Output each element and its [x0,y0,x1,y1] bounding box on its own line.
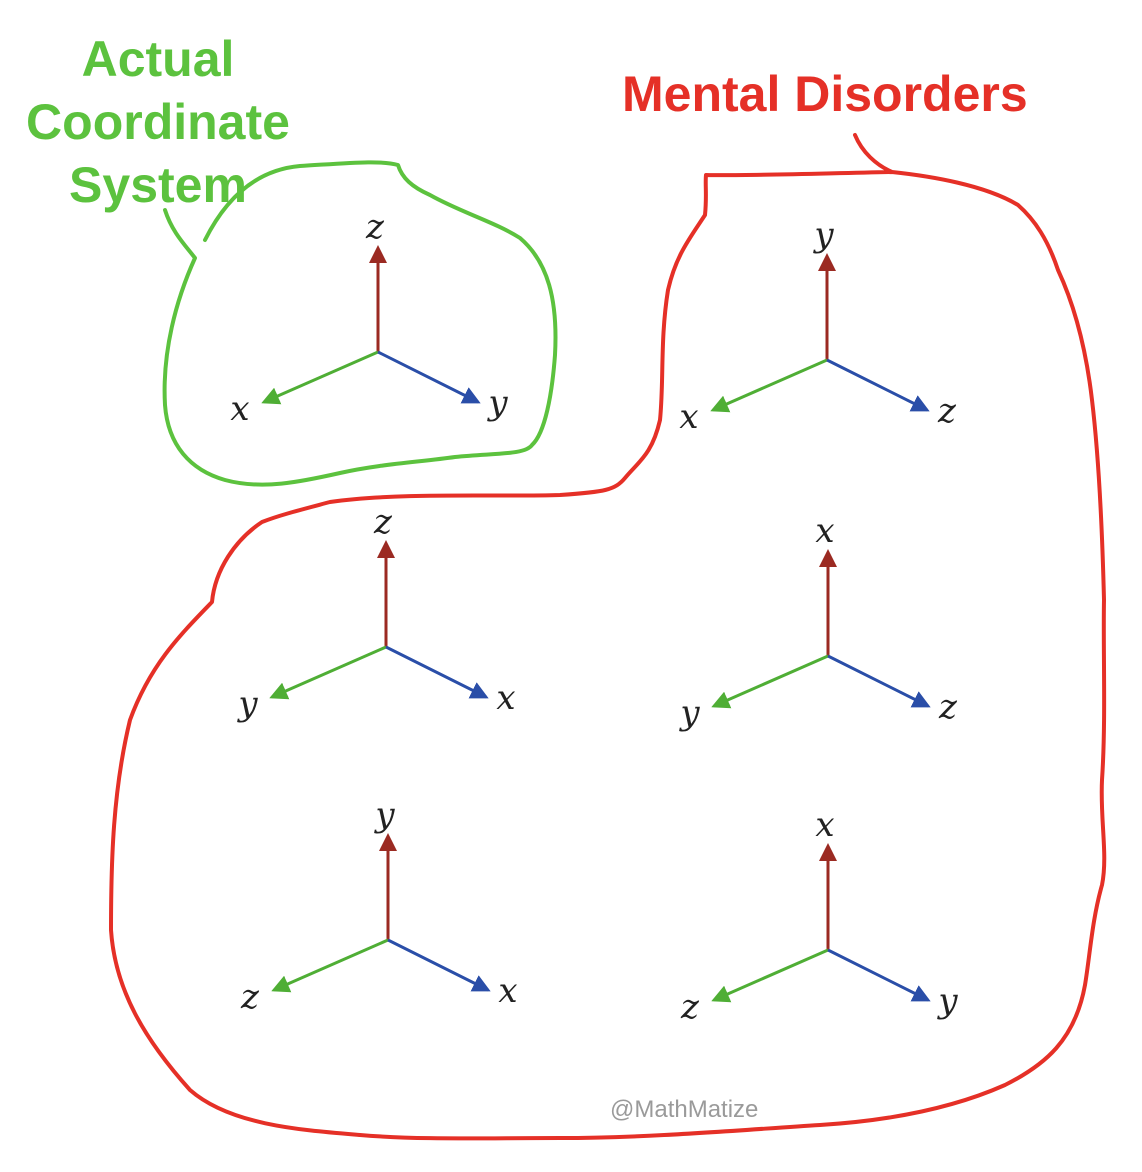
up-axis-label: x [815,805,834,845]
left-axis-label: y [236,684,258,724]
left-axis-arrow [710,358,828,413]
left-axis-label: y [678,693,700,733]
left-axis-label: x [679,397,698,437]
coordinate-system-actual: z x y [230,207,508,429]
coordinate-system-disorder-5: x z y [680,805,958,1027]
up-axis-label: y [812,215,834,255]
actual-label-line-3: System [69,157,247,213]
actual-label-line-2: Coordinate [26,94,290,150]
coordinate-system-disorder-3: x y z [678,511,958,733]
up-axis-label: y [373,795,395,835]
axes-layer: z x y y x z z y x x y z y z x x z y [230,207,958,1027]
watermark: @MathMatize [610,1096,759,1123]
left-axis-label: z [240,977,260,1017]
coordinate-system-disorder-2: z y x [236,502,515,724]
left-axis-label: x [230,389,249,429]
up-axis-label: x [815,511,834,551]
coordinate-system-disorder-1: y x z [679,215,957,437]
red-outline [109,133,1107,1141]
right-axis-label: y [936,981,958,1021]
mental-disorders-label: Mental Disorders [622,66,1028,122]
right-axis-arrow [385,645,489,699]
left-axis-arrow [271,938,389,993]
right-axis-arrow [387,938,491,992]
left-axis-arrow [711,948,829,1003]
left-axis-label: z [680,987,700,1027]
right-axis-arrow [377,350,481,404]
right-axis-label: x [498,971,517,1011]
right-axis-label: y [486,383,508,423]
actual-coordinate-system-label: Actual Coordinate System [10,28,306,217]
right-axis-label: z [937,391,957,431]
actual-label-line-1: Actual [81,31,235,87]
green-outline [162,160,558,487]
right-axis-arrow [826,358,930,412]
up-axis-label: z [365,207,385,247]
right-axis-arrow [827,948,931,1002]
right-axis-label: z [938,687,958,727]
up-axis-label: z [373,502,393,542]
coordinate-system-disorder-4: y z x [240,795,518,1017]
right-axis-arrow [827,654,931,708]
left-axis-arrow [269,645,387,700]
right-axis-label: x [496,678,515,718]
left-axis-arrow [261,350,379,405]
left-axis-arrow [711,654,829,709]
